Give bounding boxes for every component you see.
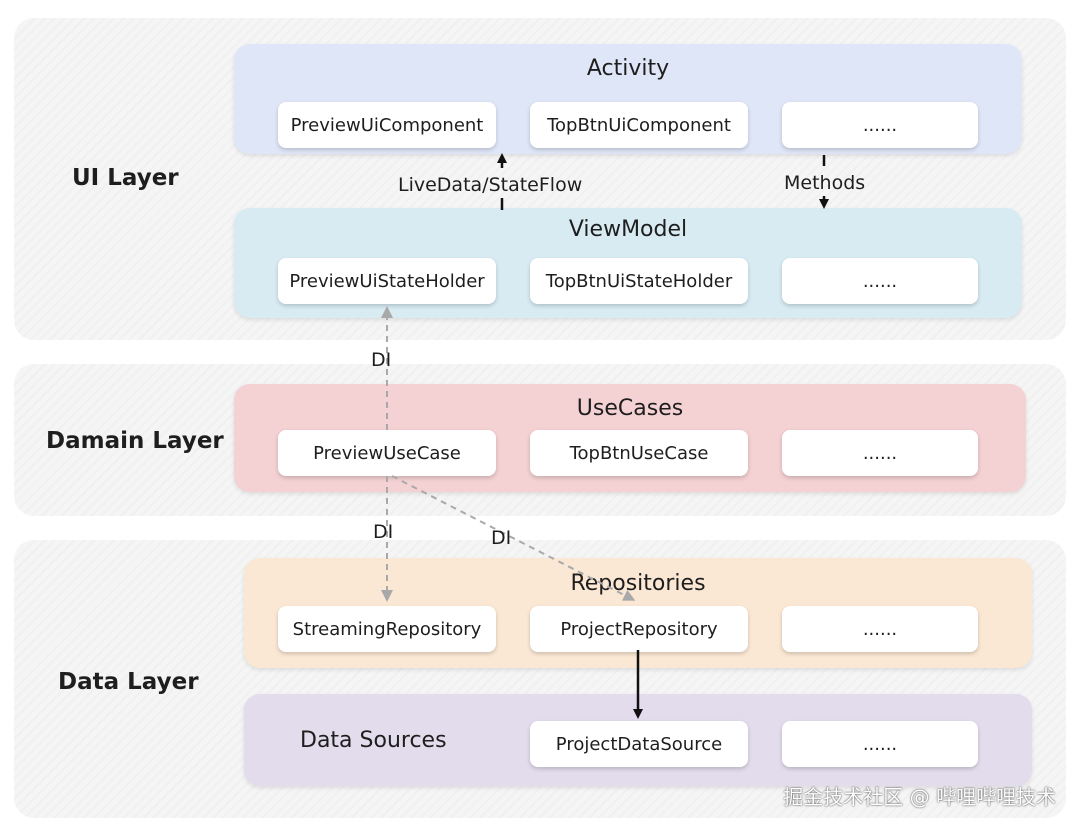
repositories-more: ...... xyxy=(782,606,978,652)
di-label-streaming: DI xyxy=(373,521,394,543)
project-data-source: ProjectDataSource xyxy=(530,721,748,767)
activity-more: ...... xyxy=(782,102,978,148)
repositories-title: Repositories xyxy=(570,571,706,596)
usecases-title: UseCases xyxy=(576,396,684,421)
activity-title: Activity xyxy=(586,56,670,81)
ui-layer-label: UI Layer xyxy=(72,165,179,191)
project-repository: ProjectRepository xyxy=(530,606,748,652)
top-btn-use-case: TopBtnUseCase xyxy=(530,430,748,476)
viewmodel-more: ...... xyxy=(782,258,978,304)
usecases-more: ...... xyxy=(782,430,978,476)
top-btn-ui-component: TopBtnUiComponent xyxy=(530,102,748,148)
methods-label: Methods xyxy=(784,172,866,194)
viewmodel-title: ViewModel xyxy=(568,217,688,242)
di-label-repositories: DI xyxy=(491,527,512,549)
preview-ui-state-holder: PreviewUiStateHolder xyxy=(278,258,496,304)
preview-ui-component: PreviewUiComponent xyxy=(278,102,496,148)
top-btn-ui-state-holder: TopBtnUiStateHolder xyxy=(530,258,748,304)
livedata-stateflow-label: LiveData/StateFlow xyxy=(398,174,583,196)
di-label-viewmodel: DI xyxy=(371,349,392,371)
datasources-more: ...... xyxy=(782,721,978,767)
watermark: 掘金技术社区 @ 哔哩哔哩技术 xyxy=(783,785,1056,809)
data-layer-label: Data Layer xyxy=(58,669,199,695)
datasources-title: Data Sources xyxy=(300,728,447,753)
domain-layer-label: Damain Layer xyxy=(46,428,224,454)
streaming-repository: StreamingRepository xyxy=(278,606,496,652)
preview-use-case: PreviewUseCase xyxy=(278,430,496,476)
di-arrow-to-repositories xyxy=(391,475,636,601)
